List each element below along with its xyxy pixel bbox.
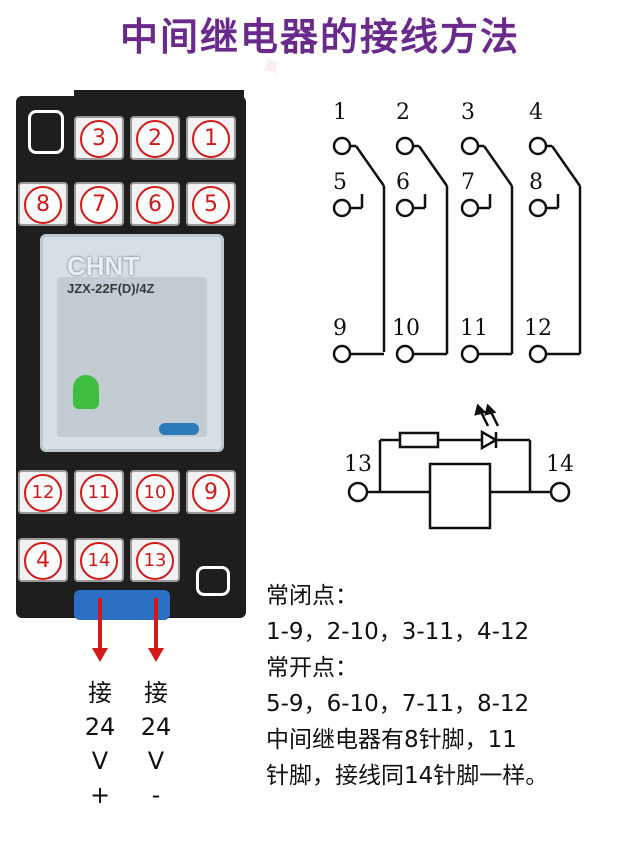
pin-label: 7 [461, 170, 475, 195]
relay-brand: CHNT [67, 251, 140, 281]
terminal-number: 3 [80, 120, 118, 158]
pin-label: 10 [392, 316, 420, 341]
terminal-number: 7 [80, 186, 118, 224]
terminal-number: 1 [192, 120, 230, 158]
note-line: 针脚，接线同14针脚一样。 [266, 763, 549, 789]
terminal-number: 6 [136, 186, 174, 224]
led-indicator [73, 375, 99, 409]
mounting-slot [28, 110, 64, 154]
nc-pairs: 1-9，2-10，3-11，4-12 [266, 619, 530, 645]
pin-label: 12 [524, 316, 552, 341]
coil-pin-label: 14 [546, 452, 574, 477]
page-title: 中间继电器的接线方法 [119, 15, 520, 59]
relay-body: CHNT JZX-22F(D)/4Z [40, 234, 224, 452]
supply-sign: + [89, 781, 111, 809]
pin-label: 1 [333, 100, 347, 125]
supply-minus-label: 接 24 V - [136, 676, 176, 812]
terminal-number: 8 [24, 186, 62, 224]
arrow-line [98, 598, 102, 650]
pin-label: 3 [461, 100, 475, 125]
supply-char: 接 [88, 679, 112, 707]
arrow-line [154, 598, 158, 650]
supply-plus-label: 接 24 V + [80, 676, 120, 812]
terminal-number: 10 [136, 474, 174, 512]
supply-char: 接 [144, 679, 168, 707]
terminal-number: 14 [80, 542, 118, 580]
terminal-number: 4 [24, 542, 62, 580]
supply-unit: V [91, 747, 109, 775]
pin-label: 6 [396, 170, 410, 195]
terminal-number: 2 [136, 120, 174, 158]
relay-model: JZX-22F(D)/4Z [67, 281, 155, 296]
pin-label: 5 [333, 170, 347, 195]
mounting-slot [196, 566, 230, 596]
terminal-number: 11 [80, 474, 118, 512]
nc-heading: 常闭点： [266, 583, 358, 609]
pin-label: 11 [460, 316, 488, 341]
no-pairs: 5-9，6-10，7-11，8-12 [266, 691, 530, 717]
no-heading: 常开点： [266, 655, 358, 681]
terminal-number: 12 [24, 474, 62, 512]
coil-schematic [347, 403, 571, 530]
supply-voltage: 24 [84, 713, 116, 741]
arrow-down-icon [92, 648, 108, 662]
coil-pin-label: 13 [344, 452, 372, 477]
terminal-number: 5 [192, 186, 230, 224]
pin-label: 8 [529, 170, 543, 195]
relay-mechanism [57, 277, 207, 437]
resistor [159, 423, 199, 435]
pin-label: 4 [529, 100, 543, 125]
supply-sign: - [151, 781, 161, 809]
note-line: 中间继电器有8针脚，11 [266, 727, 517, 753]
arrow-down-icon [148, 648, 164, 662]
pin-label: 2 [396, 100, 410, 125]
notes-block: 常闭点： 1-9，2-10，3-11，4-12 常开点： 5-9，6-10，7-… [266, 578, 636, 794]
contact-schematic [332, 136, 582, 364]
supply-voltage: 24 [140, 713, 172, 741]
terminal-number: 9 [192, 474, 230, 512]
supply-unit: V [147, 747, 165, 775]
terminal-number: 13 [136, 542, 174, 580]
pin-label: 9 [333, 316, 347, 341]
